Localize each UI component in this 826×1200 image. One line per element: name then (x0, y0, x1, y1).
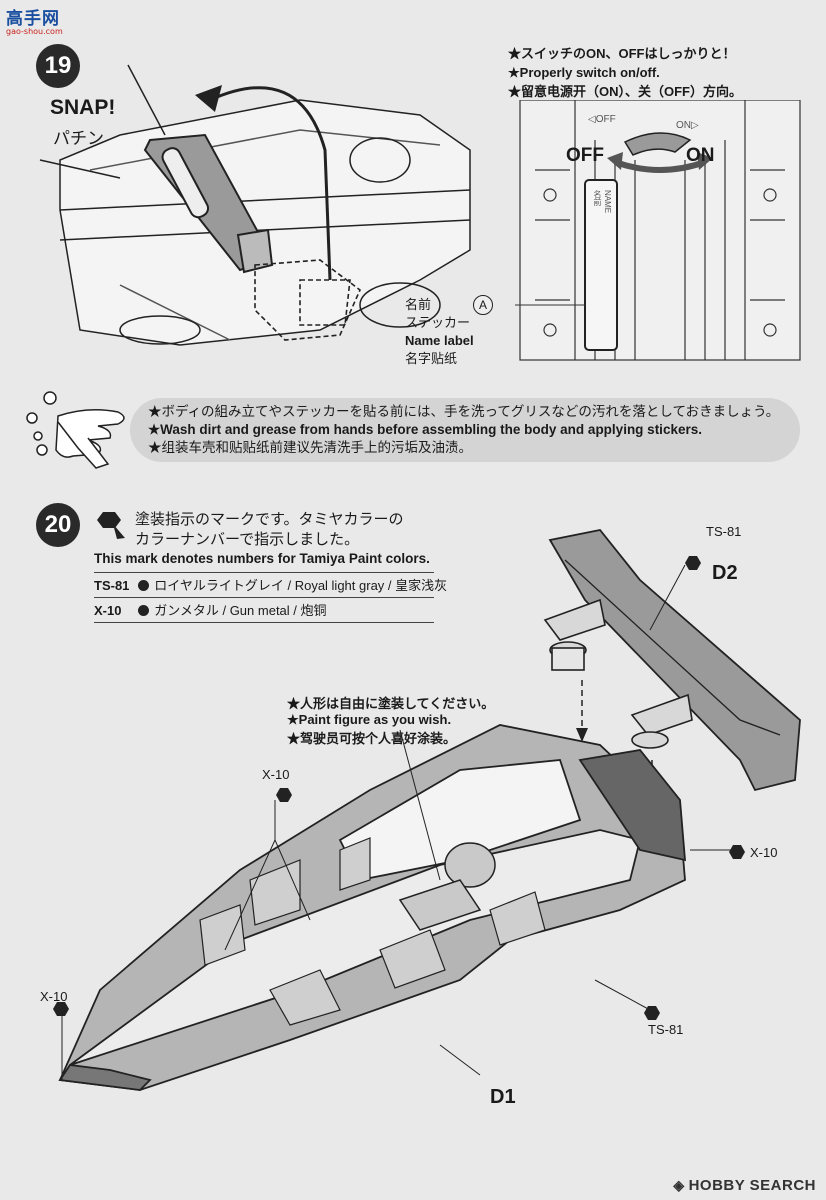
paint-description-en: This mark denotes numbers for Tamiya Pai… (94, 551, 430, 566)
paint-title-line-2: カラーナンバーで指示しました。 (135, 531, 360, 548)
step-19-number: 19 (36, 44, 80, 88)
on-small-label: ON▷ (676, 120, 699, 131)
paint-code-ts81: TS-81 (94, 578, 130, 593)
hex-mark-icon (685, 556, 701, 570)
part-label-d1: D1 (490, 1086, 516, 1108)
label-marker-a: A (473, 295, 493, 315)
site-logo-text: 高手网 (6, 9, 60, 29)
paint-row-ts81: TS-81 ロイヤルライトグレイ / Royal light gray / 皇家… (94, 572, 447, 598)
paint-name-ts81: ロイヤルライトグレイ / Royal light gray / 皇家浅灰 (154, 578, 448, 593)
paint-code-x10: X-10 (94, 603, 122, 618)
wash-note-cn: ★组装车壳和贴贴纸前建议先清洗手上的污垢及油渍。 (148, 440, 472, 455)
name-label-cn: 名字贴纸 (405, 351, 458, 366)
switch-note-jp: ★スイッチのON、OFFはしっかりと！ (508, 46, 736, 61)
car-body-illustration (53, 529, 801, 1091)
snap-label: SNAP! (50, 96, 116, 119)
part-label-d2: D2 (712, 562, 738, 584)
figure-note-en: ★Paint figure as you wish. (287, 712, 452, 727)
paint-dot-icon (137, 605, 149, 616)
hex-mark-icon (729, 845, 745, 859)
sticker-name-text: NAME 名前 (593, 190, 612, 214)
hobby-search-logo-icon: ◈ (673, 1177, 685, 1193)
paint-mark-icon (97, 512, 125, 539)
snap-label-jp: パチン (53, 129, 104, 149)
paint-label-x10-left: X-10 (262, 767, 290, 782)
watermark-text: HOBBY SEARCH (688, 1177, 816, 1194)
switch-note-en: ★Properly switch on/off. (508, 65, 660, 80)
paint-dot-icon (137, 580, 149, 591)
hex-mark-icon (53, 1002, 69, 1016)
paint-label-x10-bottom: X-10 (40, 989, 68, 1004)
name-label-en: Name label (405, 333, 474, 348)
paint-title-line-1: 塗装指示のマークです。タミヤカラーの (135, 511, 404, 528)
hands-washing-icon (26, 391, 125, 469)
chassis-strap-illustration (39, 64, 471, 346)
hobby-search-watermark: ◈HOBBY SEARCH (673, 1177, 816, 1194)
paint-row-x10: X-10 ガンメタル / Gun metal / 炮铜 (94, 598, 434, 623)
switch-note-cn: ★留意电源开（ON）、关（OFF）方向。 (508, 84, 742, 99)
name-label-jp: 名前 (405, 297, 432, 312)
figure-note-cn: ★驾驶员可按个人喜好涂装。 (287, 731, 457, 746)
off-small-label: ◁OFF (588, 114, 616, 125)
wash-note-jp: ★ボディの組み立てやステッカーを貼る前には、手を洗ってグリスなどの汚れを落として… (148, 404, 780, 419)
paint-label-x10-right: X-10 (750, 845, 778, 860)
paint-label-ts81-bottom: TS-81 (648, 1022, 684, 1037)
site-logo-url: gao-shou.com (6, 27, 63, 36)
step-20-number: 20 (36, 503, 80, 547)
switch-diagram (515, 100, 801, 361)
hex-mark-icon (276, 788, 292, 802)
paint-name-x10: ガンメタル / Gun metal / 炮铜 (154, 603, 327, 618)
on-label: ON (686, 145, 715, 166)
wash-note-en: ★Wash dirt and grease from hands before … (148, 422, 702, 437)
wash-hands-band (130, 398, 800, 462)
site-logo: 高手网 gao-shou.com (6, 4, 86, 44)
figure-note-jp: ★人形は自由に塗装してください。 (287, 696, 495, 711)
paint-label-ts81-top: TS-81 (706, 524, 742, 539)
name-label-jp-sticker: ステッカー (405, 315, 471, 330)
hex-mark-icon (644, 1006, 660, 1020)
off-label: OFF (566, 145, 604, 166)
